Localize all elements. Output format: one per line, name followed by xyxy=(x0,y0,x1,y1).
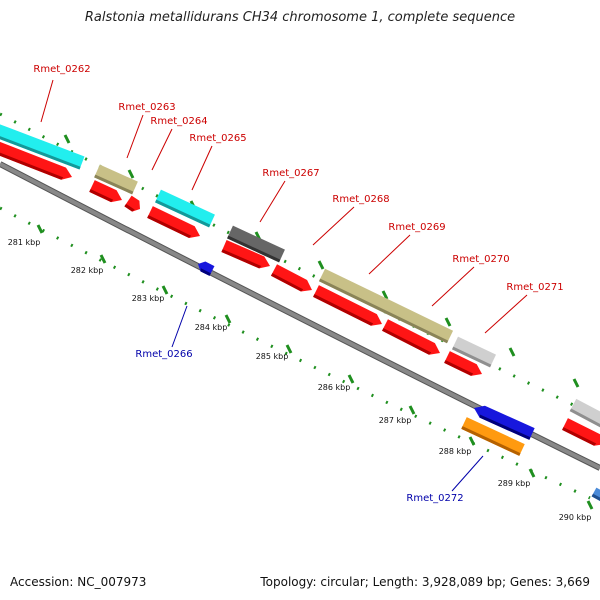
forward-gene-label[interactable]: Rmet_0264 xyxy=(150,116,207,127)
inner-major-tick xyxy=(36,224,44,234)
forward-cds-arrow[interactable] xyxy=(0,138,74,183)
forward-cds-arrow[interactable] xyxy=(89,180,124,206)
reverse-gene-label[interactable]: Rmet_0272 xyxy=(406,493,463,504)
tick-label-1: 282 kbp xyxy=(71,266,104,275)
tick-label-7: 288 kbp xyxy=(439,447,472,456)
tick-label-2: 283 kbp xyxy=(132,294,165,303)
forward-gene-label[interactable]: Rmet_0268 xyxy=(332,194,389,205)
inner-tick-ring xyxy=(0,206,591,500)
outer-major-tick xyxy=(508,347,516,357)
forward-cds-arrow[interactable] xyxy=(313,285,385,330)
gene-feature-box[interactable] xyxy=(569,398,600,429)
inner-major-tick xyxy=(586,500,594,510)
forward-gene-label[interactable]: Rmet_0270 xyxy=(452,254,509,265)
outer-major-tick xyxy=(572,378,580,388)
forward-cds-arrow[interactable] xyxy=(124,195,143,215)
tick-label-6: 287 kbp xyxy=(379,416,412,425)
gene-feature-box[interactable] xyxy=(94,164,138,195)
tick-label-4: 285 kbp xyxy=(256,352,289,361)
forward-label-leader xyxy=(259,180,286,223)
outer-major-tick xyxy=(444,317,452,327)
forward-cds-arrow[interactable] xyxy=(147,206,203,242)
tick-label-5: 286 kbp xyxy=(318,383,351,392)
tick-label-9: 290 kbp xyxy=(559,513,592,522)
inner-major-tick xyxy=(99,254,107,264)
tick-label-0: 281 kbp xyxy=(8,238,41,247)
forward-cds-arrow[interactable] xyxy=(562,418,600,450)
forward-label-leader xyxy=(368,234,411,275)
forward-label-leader xyxy=(484,294,528,334)
forward-cds-arrow[interactable] xyxy=(382,319,443,359)
inner-major-tick xyxy=(161,285,169,295)
reverse-gene-label[interactable]: Rmet_0266 xyxy=(135,349,192,360)
inner-major-tick xyxy=(528,468,536,478)
tick-label-8: 289 kbp xyxy=(498,479,531,488)
forward-label-leader xyxy=(191,145,213,191)
gene-feature-box[interactable] xyxy=(318,268,454,344)
gene-feature-box[interactable] xyxy=(452,336,496,368)
gene-feature-box[interactable] xyxy=(155,189,215,228)
forward-cds-arrow[interactable] xyxy=(444,351,485,380)
gene-feature-box[interactable] xyxy=(0,121,85,170)
feature-layer xyxy=(0,121,600,503)
reverse-gene-feature-box[interactable] xyxy=(461,417,525,456)
forward-gene-label[interactable]: Rmet_0271 xyxy=(506,282,563,293)
outer-major-tick xyxy=(127,169,135,179)
reverse-feature-partial[interactable] xyxy=(591,487,600,503)
reverse-cds-arrow[interactable] xyxy=(471,402,535,440)
reverse-label-leader xyxy=(451,455,484,492)
forward-gene-label[interactable]: Rmet_0262 xyxy=(33,64,90,75)
outer-major-tick xyxy=(381,290,389,300)
inner-major-tick xyxy=(285,344,293,354)
tick-layer: 281 kbp 282 kbp 283 kbp 284 kbp 285 kbp 286 k… xyxy=(0,112,600,522)
forward-gene-label[interactable]: Rmet_0269 xyxy=(388,222,445,233)
label-layer: Rmet_0262Rmet_0263Rmet_0264Rmet_0265Rmet… xyxy=(33,64,563,504)
reverse-label-leader xyxy=(171,305,188,348)
forward-label-leader xyxy=(431,266,475,307)
reverse-cds-arrow[interactable] xyxy=(196,259,215,276)
inner-major-tick xyxy=(224,314,232,324)
outer-major-tick xyxy=(317,260,325,270)
forward-label-leader xyxy=(151,128,173,171)
forward-cds-arrow[interactable] xyxy=(221,240,272,272)
outer-major-tick xyxy=(63,134,71,144)
forward-cds-arrow[interactable] xyxy=(270,264,315,296)
inner-major-tick xyxy=(408,405,416,415)
forward-label-leader xyxy=(126,114,144,159)
accession-text: Accession: NC_007973 xyxy=(10,575,147,589)
forward-label-leader xyxy=(40,79,54,123)
gene-feature-box[interactable] xyxy=(227,225,285,263)
forward-gene-label[interactable]: Rmet_0265 xyxy=(189,133,246,144)
map-title: Ralstonia metallidurans CH34 chromosome … xyxy=(84,10,516,25)
summary-text: Topology: circular; Length: 3,928,089 bp… xyxy=(260,575,590,589)
inner-major-tick xyxy=(468,436,476,446)
inner-major-tick xyxy=(347,374,355,384)
forward-gene-label[interactable]: Rmet_0267 xyxy=(262,168,319,179)
forward-label-leader xyxy=(312,206,355,246)
outer-tick-ring xyxy=(0,112,600,420)
tick-label-3: 284 kbp xyxy=(195,323,228,332)
forward-gene-label[interactable]: Rmet_0263 xyxy=(118,102,175,113)
